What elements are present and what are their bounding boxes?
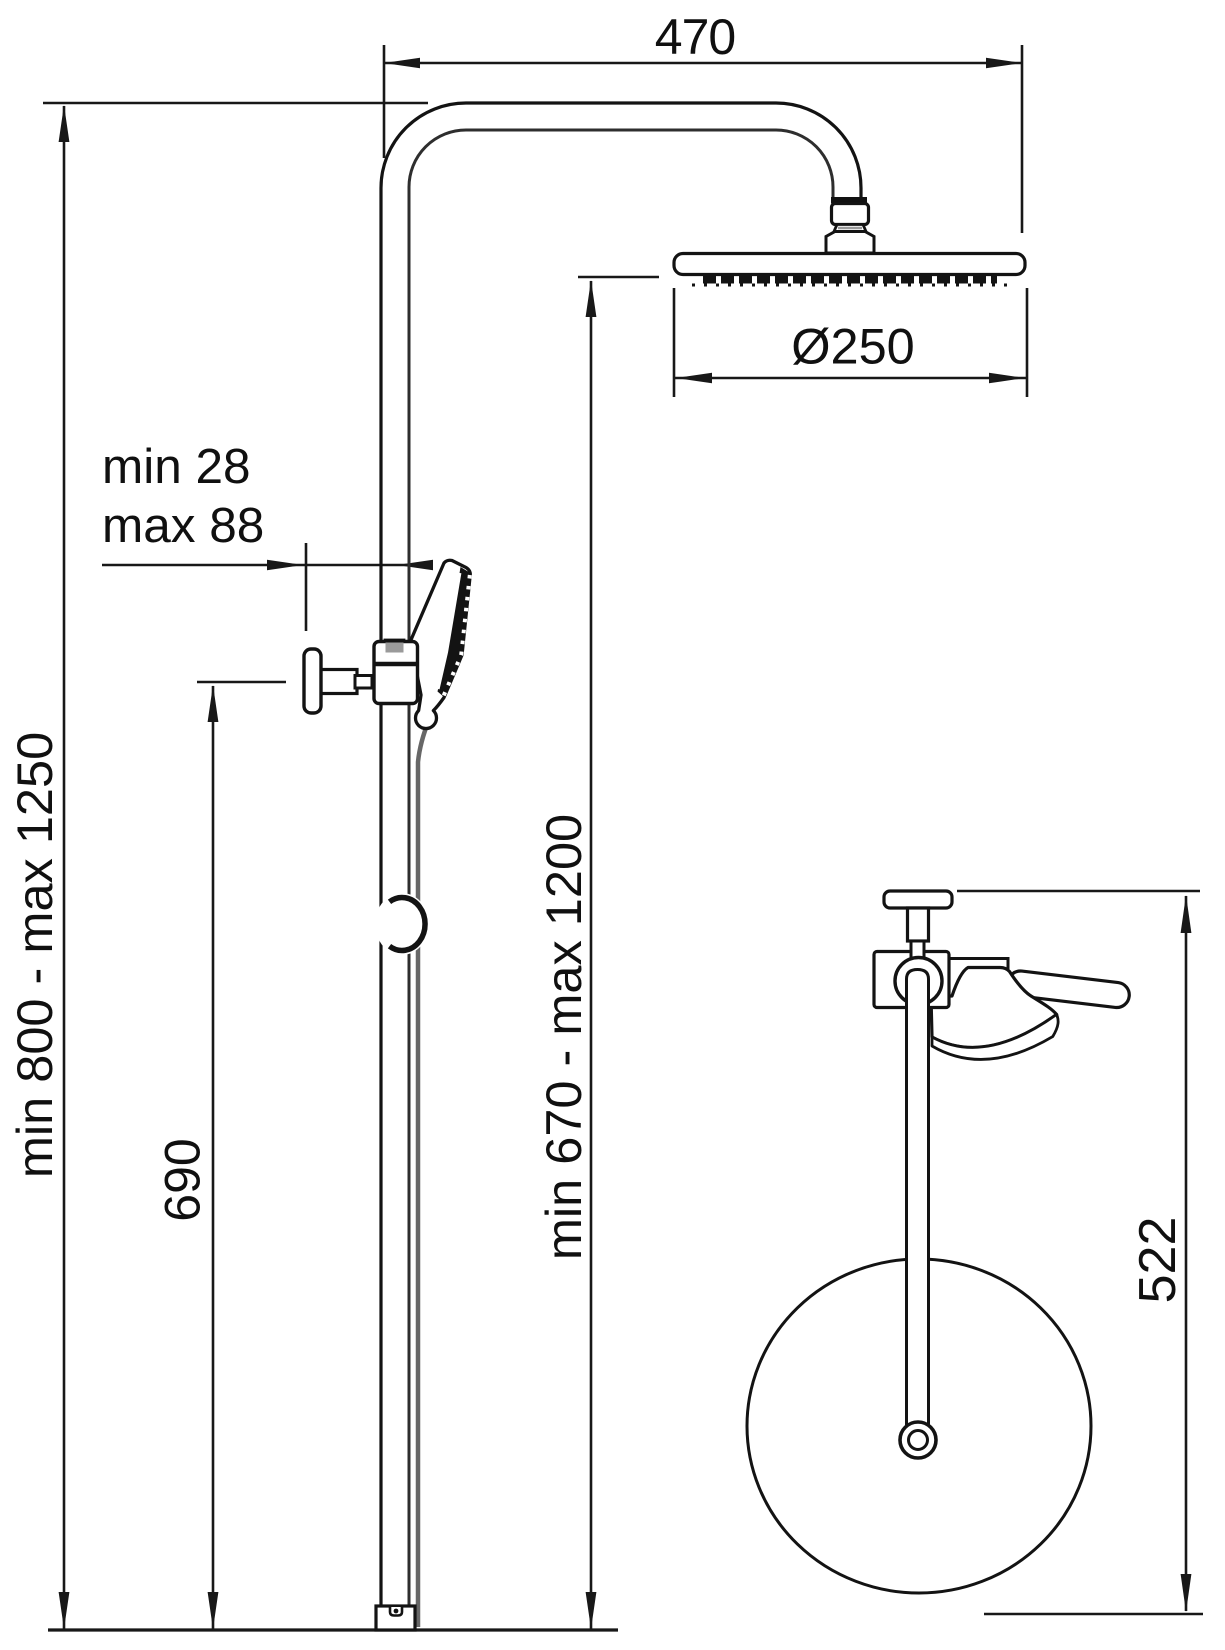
svg-text:max 88: max 88 (102, 498, 264, 553)
svg-text:470: 470 (655, 9, 735, 65)
svg-text:Ø250: Ø250 (791, 318, 915, 375)
svg-text:522: 522 (1129, 1217, 1187, 1304)
svg-text:min 670 - max 1200: min 670 - max 1200 (535, 814, 592, 1260)
svg-text:min 800 - max 1250: min 800 - max 1250 (6, 732, 63, 1178)
svg-text:690: 690 (155, 1138, 211, 1221)
svg-text:min 28: min 28 (102, 439, 251, 494)
